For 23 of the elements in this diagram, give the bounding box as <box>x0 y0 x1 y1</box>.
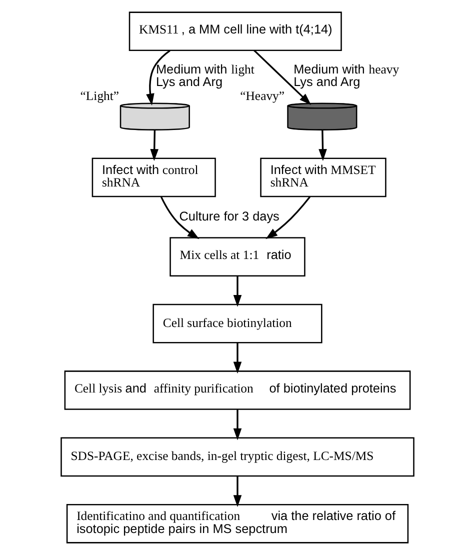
node-box: Infect with control shRNA <box>91 158 216 198</box>
node-box: SDS-PAGE, excise bands, in-gel tryptic digest, LC-MS/MS <box>60 437 414 477</box>
node-box: Mix cells at 1:1 ratio <box>169 237 305 277</box>
arrow <box>232 342 242 374</box>
edge-label: Medium with heavy Lys and Arg <box>293 62 399 89</box>
node-label: “Heavy” <box>240 88 284 103</box>
edge-label: Culture for 3 days <box>178 209 279 224</box>
node-box: KMS11, a MM cell line with t(4;14) <box>128 12 342 52</box>
arrow <box>150 130 158 161</box>
arrow <box>318 130 326 161</box>
node-box: Identificatino and quantification via the relative ratio of isotopic peptide pairs in MS sepctrum <box>66 504 408 544</box>
node-box: Cell lysis and affinity purification of biotinylated proteins <box>64 370 410 410</box>
arrow <box>146 50 170 106</box>
arrow <box>160 196 199 240</box>
arrow <box>232 410 242 440</box>
arrow <box>265 196 310 240</box>
node-box: Cell surface biotinylation <box>152 304 322 344</box>
node-label: “Light” <box>80 88 119 103</box>
edge-label: Medium with light Lys and Arg <box>155 62 254 89</box>
arrow <box>253 50 311 105</box>
arrow <box>232 476 242 507</box>
node-box: Infect with MMSET shRNA <box>260 158 386 198</box>
arrow <box>232 276 242 307</box>
